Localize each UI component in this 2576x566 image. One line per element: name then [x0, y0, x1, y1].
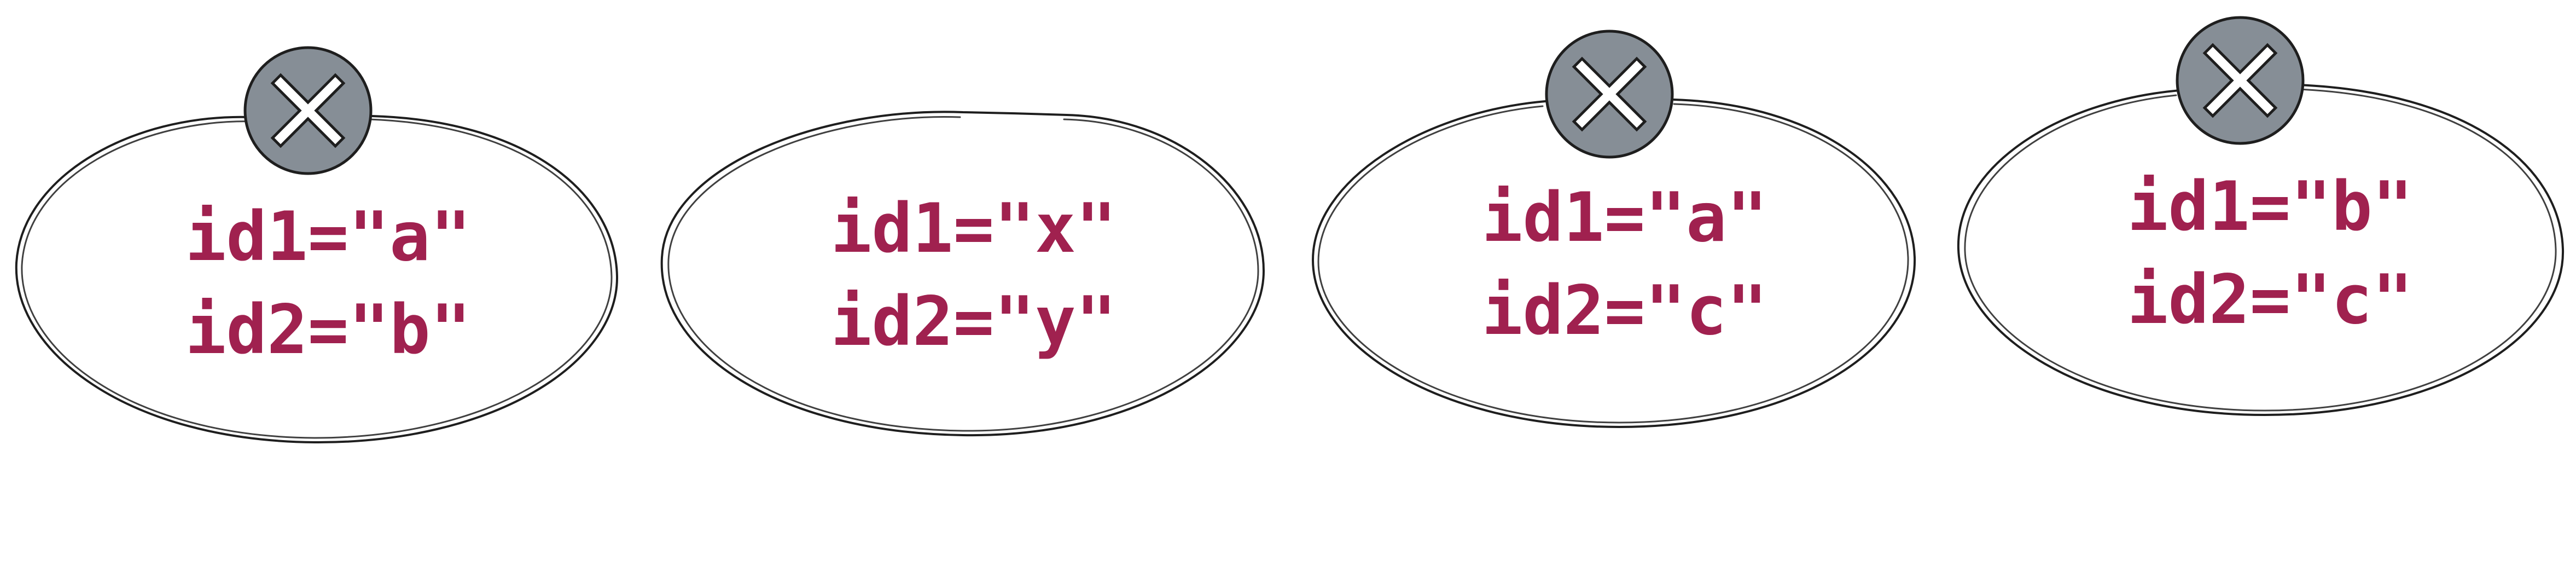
node-1-id2-label: id2="b" [185, 291, 472, 369]
node-4-id1-label: id1="b" [2127, 168, 2414, 246]
node-2-ellipse-sketch [667, 115, 1259, 432]
node-2-id1-label: id1="x" [831, 189, 1117, 268]
node-1-id1-label: id1="a" [185, 198, 472, 276]
node-4-ellipse-sketch [1964, 88, 2557, 412]
node-3-reject-badge [1545, 30, 1674, 159]
node-3-id1-label: id1="a" [1482, 178, 1768, 257]
node-2-id2-label: id2="y" [831, 282, 1117, 361]
node-3: id1="a" id2="c" [1311, 30, 1916, 429]
node-3-id2-label: id2="c" [1482, 272, 1768, 350]
node-4-reject-badge [2176, 16, 2305, 145]
node-1: id1="a" id2="b" [15, 46, 619, 444]
node-4: id1="b" id2="c" [1957, 16, 2565, 417]
node-1-ellipse [15, 115, 619, 444]
node-4-ellipse [1957, 84, 2565, 417]
node-2: id1="x" id2="y" [660, 111, 1265, 437]
node-4-id2-label: id2="c" [2127, 261, 2414, 339]
node-3-ellipse [1311, 99, 1916, 429]
node-2-ellipse [660, 111, 1265, 437]
node-3-ellipse-sketch [1317, 103, 1909, 424]
node-1-reject-badge [243, 46, 373, 175]
node-1-ellipse-sketch [21, 118, 613, 439]
